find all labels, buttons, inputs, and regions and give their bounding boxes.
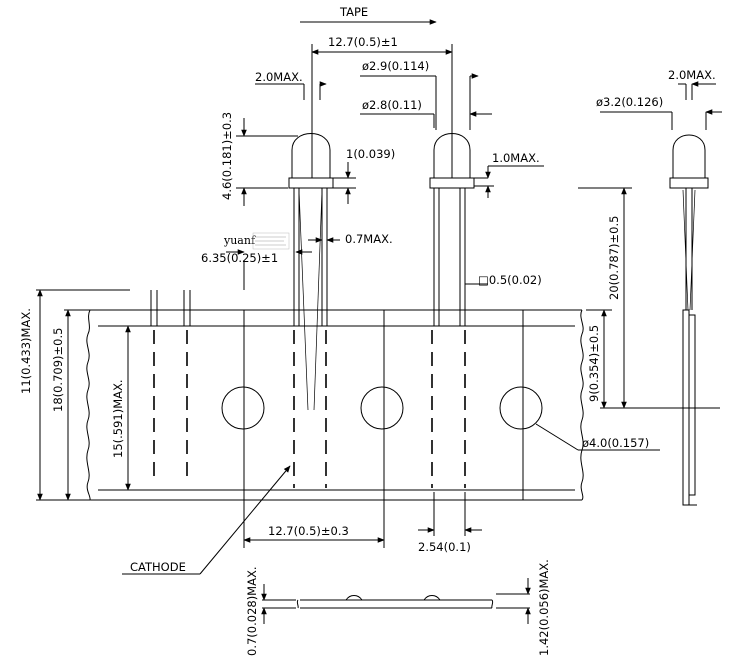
sprocket-hole bbox=[221, 386, 265, 430]
dimension-lines bbox=[36, 19, 722, 624]
label-tape-thick-142: 1.42(0.056)MAX. bbox=[537, 559, 551, 656]
led-side-view bbox=[669, 134, 709, 506]
label-tape: TAPE bbox=[339, 5, 368, 19]
sprocket-hole bbox=[360, 386, 404, 430]
label-hole-position-9: 9(0.354)±0.5 bbox=[587, 325, 601, 402]
label-height-20: 20(0.787)±0.5 bbox=[607, 216, 621, 300]
label-tape-width-18: 18(0.709)±0.5 bbox=[51, 328, 65, 412]
label-flange-max: 1.0MAX. bbox=[492, 151, 540, 165]
label-body-height: 4.6(0.181)±0.3 bbox=[220, 112, 234, 200]
label-hole-dia: ø4.0(0.157) bbox=[582, 436, 649, 450]
label-lead-max-side: 2.0MAX. bbox=[668, 68, 716, 82]
lead-stubs bbox=[150, 290, 191, 326]
tape-cross-section bbox=[262, 593, 530, 609]
watermark-text: yuanf bbox=[223, 234, 256, 247]
label-lead-square: □0.5(0.02) bbox=[478, 273, 542, 287]
label-lead-max-left: 2.0MAX. bbox=[255, 70, 303, 84]
watermark: yuanf bbox=[223, 232, 290, 250]
label-cathode: CATHODE bbox=[130, 560, 186, 574]
sprocket-hole bbox=[499, 386, 543, 430]
label-lead-bend: 0.7MAX. bbox=[345, 232, 393, 246]
label-flange: 1(0.039) bbox=[346, 147, 395, 161]
dimension-labels: TAPE 12.7(0.5)±1 2.0MAX. ø2.9(0.114) ø2.… bbox=[19, 5, 716, 656]
label-pitch-bottom: 12.7(0.5)±0.3 bbox=[268, 524, 349, 538]
label-adhesive-15: 15(.591)MAX. bbox=[111, 379, 125, 458]
label-side-dia: ø3.2(0.126) bbox=[596, 95, 663, 109]
label-lead-dia-29: ø2.9(0.114) bbox=[362, 59, 429, 73]
label-lead-offset: 6.35(0.25)±1 bbox=[201, 251, 278, 265]
label-tape-thick-07: 0.7(0.028)MAX. bbox=[245, 566, 259, 656]
label-pitch-top: 12.7(0.5)±1 bbox=[328, 35, 398, 49]
label-lead-dia-28: ø2.8(0.11) bbox=[362, 98, 422, 112]
carrier-tape bbox=[86, 309, 584, 501]
label-tape-width-11: 11(0.433)MAX. bbox=[19, 308, 33, 394]
led-component-1 bbox=[288, 133, 334, 411]
label-lead-spacing: 2.54(0.1) bbox=[418, 540, 471, 554]
